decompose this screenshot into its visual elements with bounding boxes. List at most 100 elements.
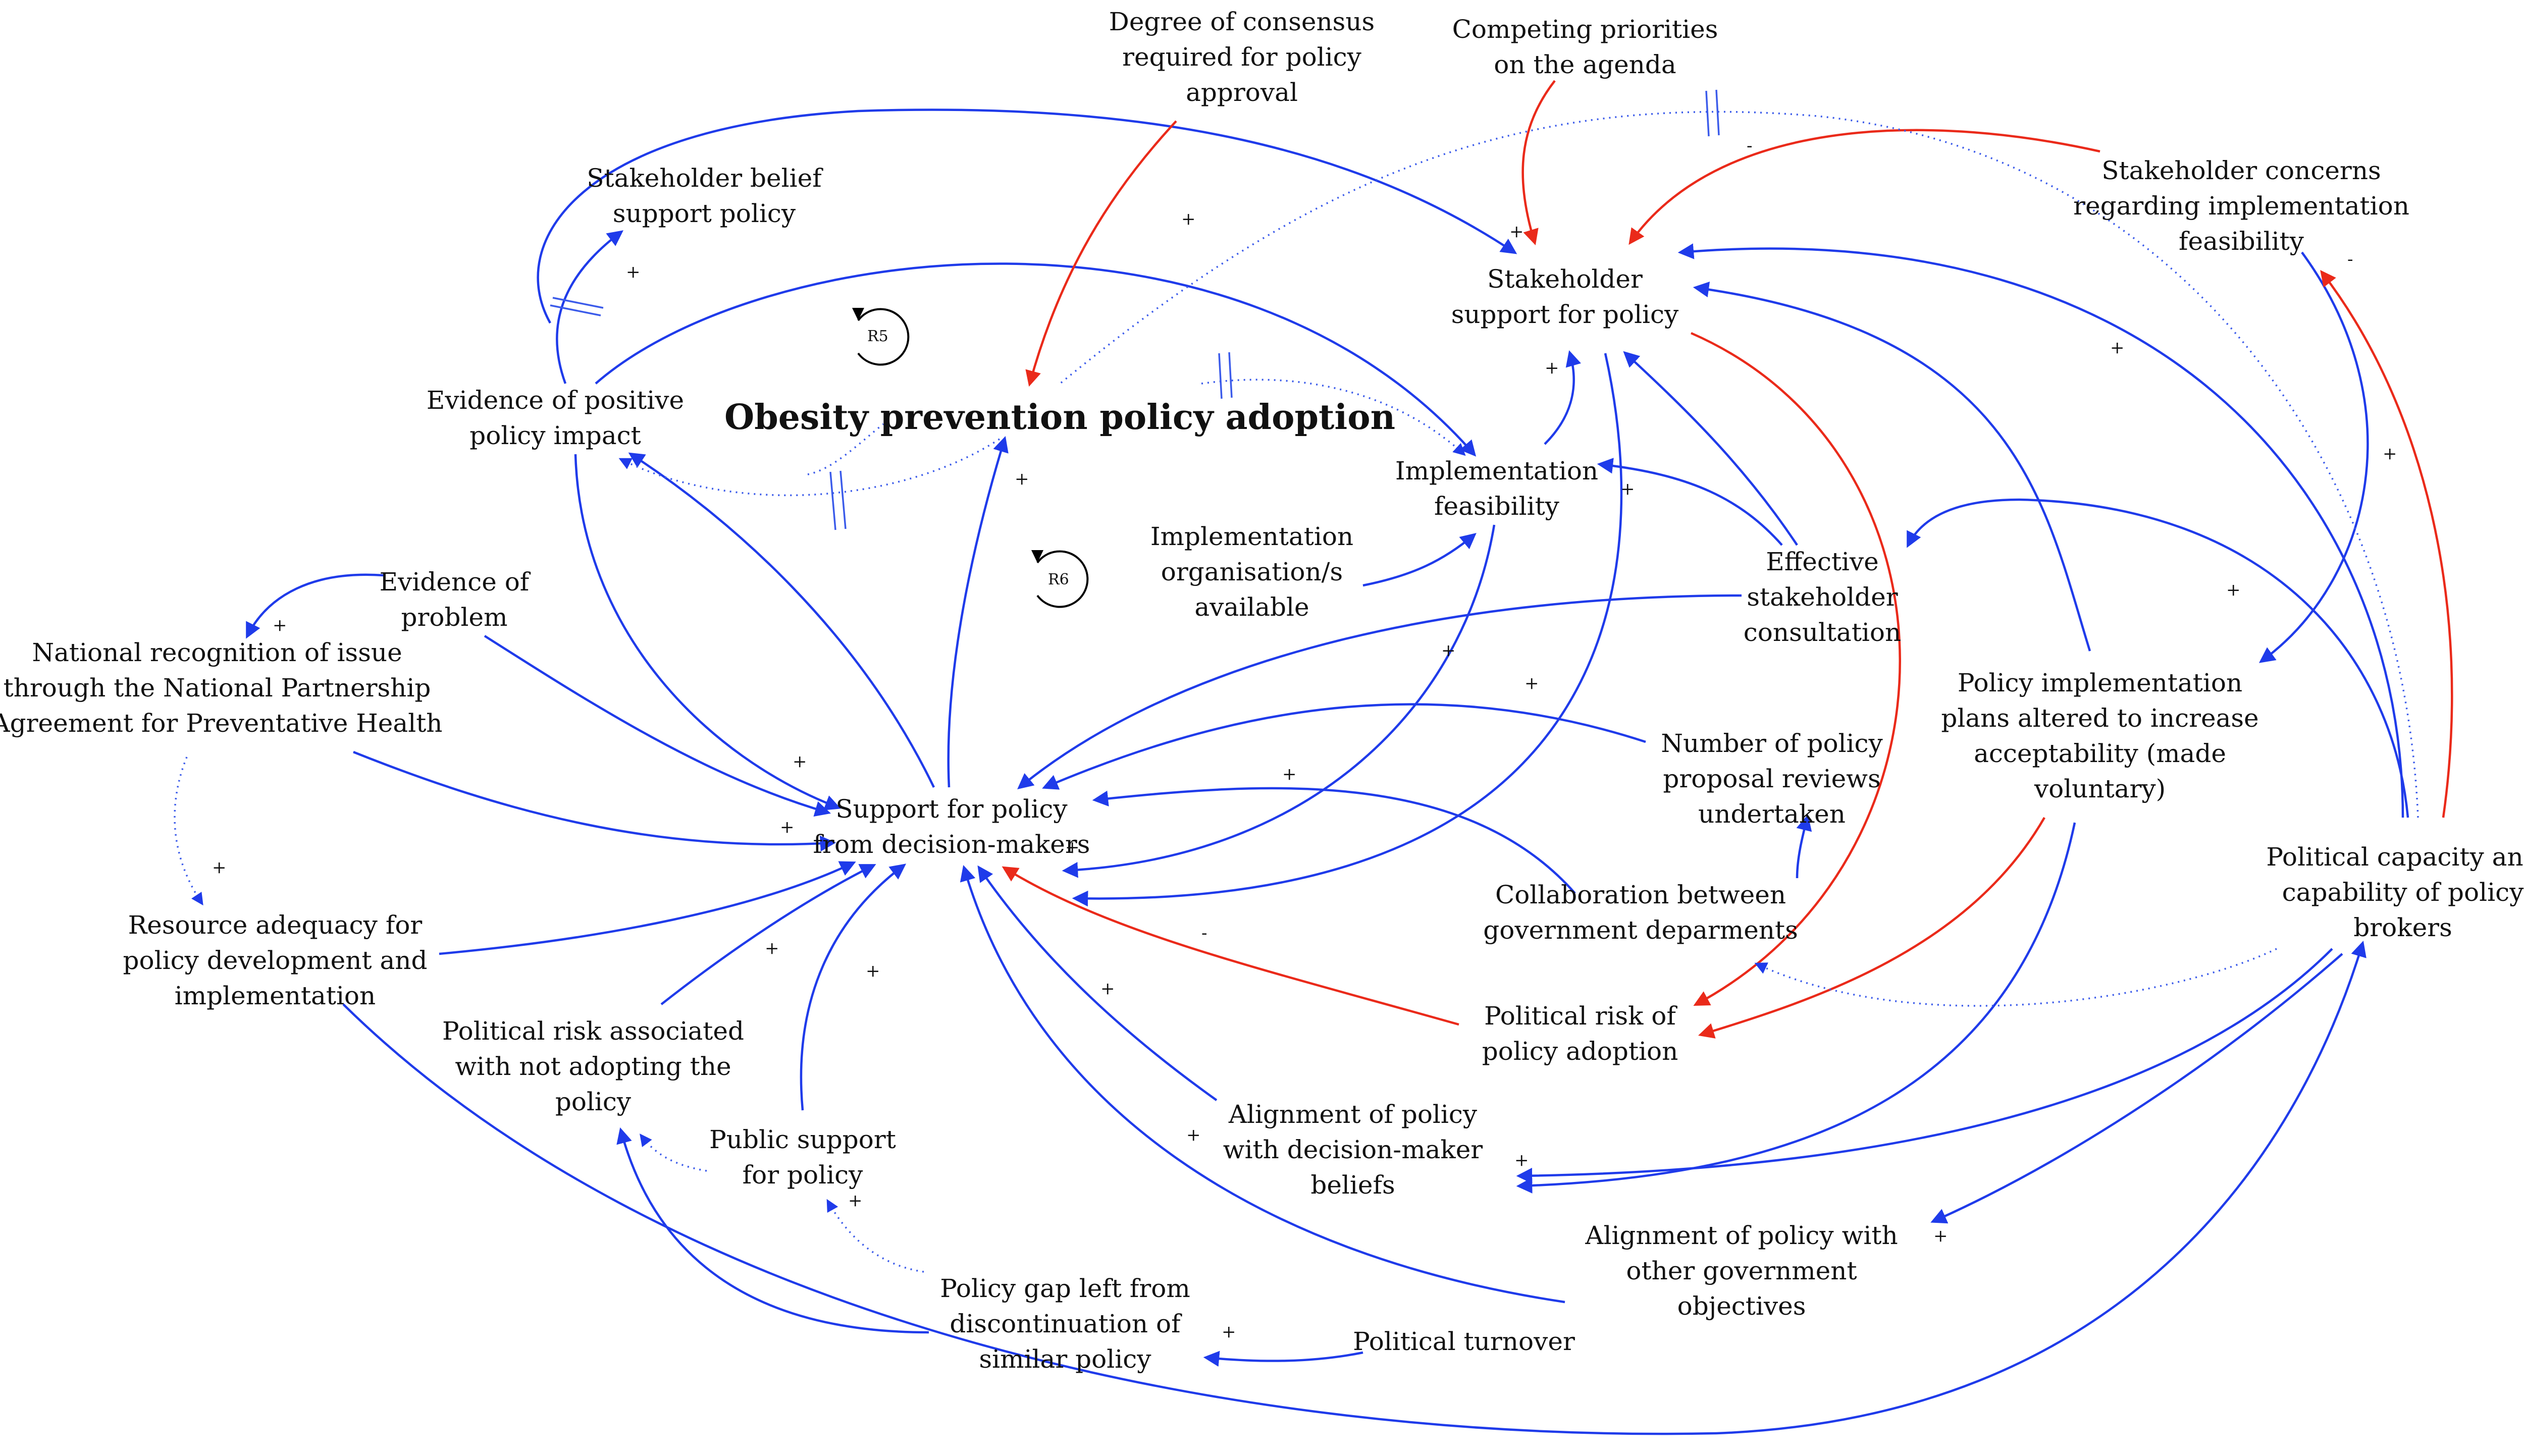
node-line: acceptability (made xyxy=(1974,739,2226,768)
node-line: Stakeholder concerns xyxy=(2101,156,2381,185)
node-line: policy xyxy=(555,1087,632,1116)
node-line: beliefs xyxy=(1310,1170,1395,1200)
delay-mark-3 xyxy=(1218,352,1233,399)
link-reviews-to-decision xyxy=(1042,703,1646,790)
link-priorities-to-stake-support xyxy=(1521,80,1556,246)
link-capacity-to-align-dm xyxy=(1516,948,2333,1184)
polarity-mark: + xyxy=(626,262,641,282)
node-line: Alignment of policy xyxy=(1228,1100,1478,1129)
link-consult-to-stake-support xyxy=(1623,351,1798,546)
polarity-mark: + xyxy=(273,615,287,635)
link-align-dm-to-decision xyxy=(977,865,1218,1101)
polarity-mark: + xyxy=(212,857,227,878)
node-line: Alignment of policy with xyxy=(1585,1221,1898,1250)
node-line: Policy gap left from xyxy=(940,1274,1190,1303)
link-decision-to-evidence-pos xyxy=(628,452,935,788)
dotted-evidence-to-decision-top xyxy=(807,423,884,475)
node-turnover: Political turnover xyxy=(1353,1327,1575,1356)
link-stake-support-to-decision xyxy=(1072,353,1623,907)
link-concerns-to-stake-support xyxy=(1628,129,2100,245)
node-line: feasibility xyxy=(1434,492,1560,521)
node-line: with not adopting the xyxy=(455,1052,731,1081)
node-line: support for policy xyxy=(1451,300,1679,329)
link-risk-adopt-to-decision xyxy=(1002,866,1459,1026)
node-line: plans altered to increase xyxy=(1941,704,2258,733)
polarity-mark: + xyxy=(2383,444,2397,464)
node-impl-org: Implementation organisation/s available xyxy=(1150,522,1353,622)
polarity-mark: + xyxy=(2110,338,2125,358)
node-line: Resource adequacy for xyxy=(128,910,423,940)
link-impl-org-to-feasibility xyxy=(1362,532,1477,587)
node-line: approval xyxy=(1186,78,1298,107)
polarity-mark: + xyxy=(1222,1322,1236,1342)
node-line: brokers xyxy=(2353,913,2452,942)
link-plans-to-risk-adopt xyxy=(1698,817,2045,1039)
link-decision-to-adoption xyxy=(947,436,1009,788)
node-line: voluntary) xyxy=(2034,774,2166,803)
link-collab-to-reviews xyxy=(1796,814,1812,879)
link-belief-to-stake-support xyxy=(537,109,1517,324)
link-consult-to-decision xyxy=(1017,594,1742,789)
polarity-mark: + xyxy=(793,751,807,772)
link-national-to-decision xyxy=(353,750,836,852)
node-line: Agreement for Preventative Health xyxy=(0,709,442,738)
loop-marker-r6: R6 xyxy=(1031,550,1089,608)
loop-label-r6: R6 xyxy=(1048,571,1069,588)
link-public-to-decision xyxy=(800,864,907,1111)
polarity-mark: + xyxy=(1545,358,1559,378)
link-feasibility-to-decision xyxy=(1062,524,1496,878)
node-line: National recognition of issue xyxy=(32,638,402,667)
node-line: Implementation xyxy=(1150,522,1353,551)
link-stake-support-to-risk-adopt xyxy=(1691,332,1901,1006)
link-consensus-to-adoption xyxy=(1025,120,1177,387)
link-plans-to-stake-support xyxy=(1693,281,2091,652)
dotted-gap-to-public xyxy=(826,1199,924,1273)
dotted-capacity-to-collab xyxy=(1754,948,2277,1007)
negative-mark: - xyxy=(1201,923,1207,943)
node-stake-support: Stakeholder support for policy xyxy=(1451,264,1679,329)
node-line: capability of policy xyxy=(2282,878,2524,907)
node-line: proposal reviews xyxy=(1663,764,1880,793)
dotted-adoption-to-feasibility xyxy=(1201,379,1466,456)
node-line: organisation/s xyxy=(1161,557,1343,586)
loop-label-r5: R5 xyxy=(867,328,888,345)
link-evidence-pos-to-feasibility xyxy=(595,262,1477,457)
node-line: available xyxy=(1194,592,1309,622)
node-line: Political risk of xyxy=(1484,1001,1677,1031)
node-line: from decision-makers xyxy=(813,830,1090,859)
polarity-mark: + xyxy=(1282,764,1297,784)
polarity-mark: + xyxy=(1933,1226,1948,1246)
polarity-marks: + + + + + + + + + + + + + + + + + + + + … xyxy=(212,136,2397,1342)
link-gap-to-risk-not xyxy=(616,1127,929,1334)
node-line: for policy xyxy=(743,1160,863,1190)
node-line: with decision-maker xyxy=(1223,1135,1483,1164)
node-line: Stakeholder xyxy=(1487,264,1643,294)
link-evidence-problem-to-decision xyxy=(484,635,831,817)
link-resource-to-capacity xyxy=(342,940,2367,1435)
link-concerns-to-plans xyxy=(2258,251,2369,663)
link-consult-to-feasibility xyxy=(1597,458,1783,546)
link-capacity-to-consult xyxy=(1907,498,2409,818)
polarity-mark: + xyxy=(1620,479,1635,499)
node-line: Support for policy xyxy=(835,794,1068,824)
node-line: policy impact xyxy=(469,421,641,450)
link-risk-not-to-decision xyxy=(660,864,876,1005)
node-line: undertaken xyxy=(1698,799,1846,829)
node-decision: Support for policy from decision-makers xyxy=(813,794,1090,859)
node-line: feasibility xyxy=(2179,227,2304,256)
